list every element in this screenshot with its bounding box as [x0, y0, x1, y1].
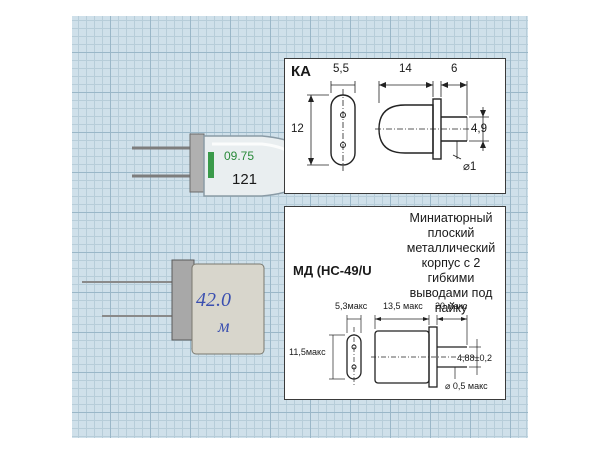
md-dimension-card: Миниатюрный плоский металлический корпус…: [284, 206, 506, 400]
md-description: Миниатюрный плоский металлический корпус…: [406, 211, 496, 315]
md-dim-pitch: 4,88±0,2: [457, 353, 492, 363]
ka-crystal-photo: 09.75 121: [132, 133, 311, 197]
ka-crystal-label-top: 09.75: [224, 149, 254, 163]
ka-dim-lead-diameter: ⌀1: [463, 161, 477, 173]
ka-drawing: [307, 81, 489, 171]
md-crystal-photo: 42.0 м: [82, 259, 265, 355]
ka-dim-pitch: 4,9: [471, 123, 487, 135]
md-drawing: [329, 315, 481, 388]
ka-title: КА: [291, 63, 311, 80]
md-dim-body: 13,5 макс: [383, 301, 423, 311]
ka-dim-leads: 6: [451, 63, 458, 75]
md-dim-height: 11,5макс: [289, 347, 326, 357]
md-dim-lead-diameter: ⌀ 0,5 макс: [445, 381, 488, 391]
ka-crystal-label-bottom: 121: [232, 171, 257, 188]
ka-dim-width: 5,5: [333, 63, 349, 75]
md-title: МД (НС-49/U: [293, 263, 372, 278]
ka-dim-body: 14: [399, 63, 412, 75]
md-dim-width: 5,3макс: [335, 301, 368, 311]
ka-dim-height: 12: [291, 123, 304, 135]
ka-dimension-card: КА 5,5 14 6 12 4,9 ⌀1: [284, 58, 506, 194]
md-dim-leads: 20 макс: [435, 301, 468, 311]
md-crystal-label-bottom: м: [217, 316, 230, 336]
md-crystal-label-top: 42.0: [196, 289, 231, 311]
